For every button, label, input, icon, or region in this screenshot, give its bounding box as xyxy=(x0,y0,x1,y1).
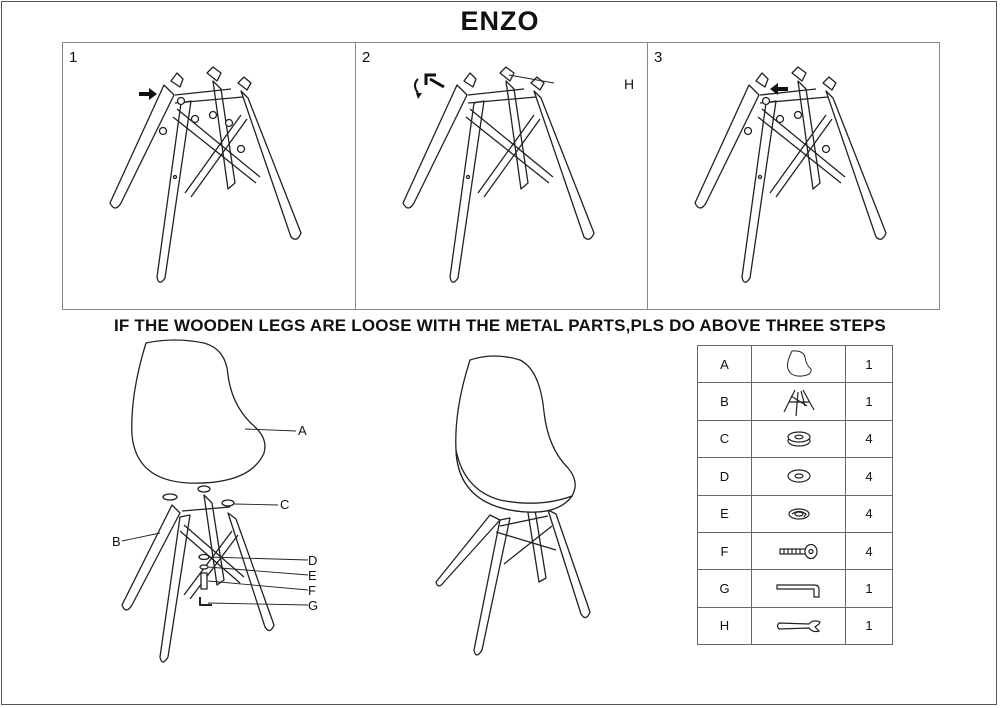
leg-base-drawing xyxy=(694,66,887,283)
spring-washer-icon xyxy=(787,508,810,520)
spacer-icon xyxy=(786,431,811,447)
table-row: E 4 xyxy=(697,494,893,533)
part-qty: 1 xyxy=(845,382,893,421)
part-letter: G xyxy=(697,569,752,608)
part-letter: C xyxy=(697,419,752,459)
part-picture xyxy=(751,419,846,459)
chair-seat-icon xyxy=(786,350,812,377)
part-picture xyxy=(751,569,846,608)
table-row: H 1 xyxy=(697,606,893,646)
part-qty: 1 xyxy=(845,606,893,646)
part-letter: E xyxy=(697,494,752,533)
part-picture xyxy=(751,531,846,571)
part-picture xyxy=(751,457,846,496)
callout-a: A xyxy=(298,423,307,438)
instruction-text: IF THE WOODEN LEGS ARE LOOSE WITH THE ME… xyxy=(114,316,886,335)
part-qty: 4 xyxy=(845,419,893,459)
table-row: A 1 xyxy=(697,344,893,384)
leg-base-drawing xyxy=(109,66,302,283)
callout-g: G xyxy=(308,598,319,613)
table-row: F 4 xyxy=(697,531,893,571)
step-panel-2: 2 xyxy=(355,43,648,309)
allen-key-turn-icon xyxy=(414,73,445,99)
callout-b: B xyxy=(112,534,121,549)
washer-icon xyxy=(786,469,811,483)
parts-table: A 1 B 1 C 4 D 4 E xyxy=(697,344,893,646)
step-number: 3 xyxy=(654,49,663,66)
seat-shell-a xyxy=(131,339,266,484)
callout-f: F xyxy=(308,583,316,598)
step-number: 1 xyxy=(69,49,78,66)
page-title: ENZO xyxy=(460,6,540,36)
wrench-icon xyxy=(776,620,821,633)
part-qty: 1 xyxy=(845,344,893,384)
part-letter: A xyxy=(697,344,752,384)
part-letter: B xyxy=(697,382,752,421)
table-row: D 4 xyxy=(697,457,893,496)
table-row: C 4 xyxy=(697,419,893,459)
bolt-icon xyxy=(778,544,818,560)
step-panel-1: 1 xyxy=(63,43,355,309)
callout-d: D xyxy=(308,553,318,568)
part-qty: 4 xyxy=(845,457,893,496)
allen-key-icon xyxy=(775,583,820,598)
push-arrow-icon xyxy=(139,88,157,100)
step-panel-3: 3 xyxy=(647,43,940,309)
leg-base-icon xyxy=(782,389,815,416)
step-number: 2 xyxy=(362,49,371,66)
exploded-assembly-drawing xyxy=(121,339,309,663)
part-letter: D xyxy=(697,457,752,496)
table-row: B 1 xyxy=(697,382,893,421)
part-picture xyxy=(751,606,846,646)
part-letter: F xyxy=(697,531,752,571)
leg-base-drawing: H xyxy=(402,66,634,283)
part-qty: 1 xyxy=(845,569,893,608)
callout-e: E xyxy=(308,568,317,583)
part-qty: 4 xyxy=(845,494,893,533)
part-picture xyxy=(751,382,846,421)
table-row: G 1 xyxy=(697,569,893,608)
assembled-chair-drawing xyxy=(435,355,591,656)
step2-callout-h: H xyxy=(624,76,634,92)
part-picture xyxy=(751,494,846,533)
part-letter: H xyxy=(697,606,752,646)
callout-c: C xyxy=(280,497,290,512)
steps-box: 1 xyxy=(62,42,940,310)
part-qty: 4 xyxy=(845,531,893,571)
pull-arrow-icon xyxy=(770,83,788,95)
part-picture xyxy=(751,344,846,384)
